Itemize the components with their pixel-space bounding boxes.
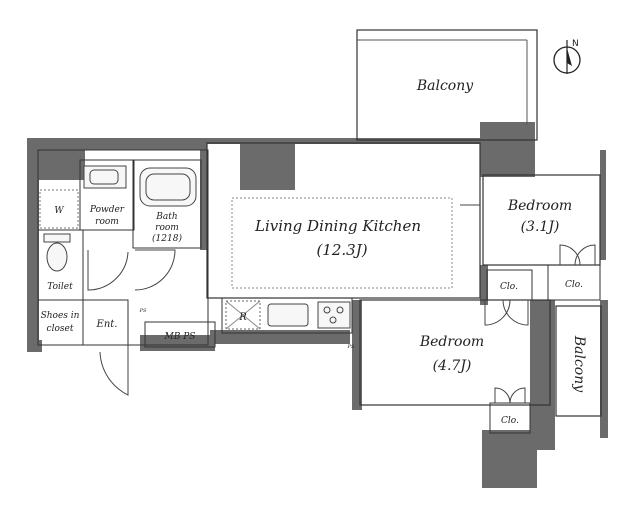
washer-label: W (54, 206, 64, 216)
closet-a-label: Clo. (500, 282, 518, 292)
fridge-label: R (238, 312, 247, 323)
bath-label-3: (1218) (152, 233, 182, 244)
bath-label-2: room (155, 223, 179, 233)
outline-lines (37, 29, 602, 434)
balcony-right-label: Balcony (571, 335, 587, 393)
ldk-size: (12.3J) (316, 241, 367, 259)
balcony-top-label: Balcony (416, 78, 474, 94)
powder-label-2: room (95, 217, 119, 227)
ldk-dotted-area (231, 197, 453, 289)
bedroom-small-label: Bedroom (507, 198, 572, 214)
labels: Balcony Bedroom (3.1J) Living Dining Kit… (41, 78, 587, 426)
closet-c-label: Clo. (501, 416, 519, 426)
compass-label: N (572, 39, 579, 49)
entrance-door-icon (99, 345, 129, 396)
toilet-label: Toilet (47, 282, 73, 292)
toilet-tank-icon (43, 233, 71, 243)
compass-icon: N (553, 39, 581, 74)
entrance-label: Ent. (96, 319, 118, 330)
powder-label-1: Powder (89, 205, 125, 215)
bedroom-large-size: (4.7J) (433, 358, 472, 374)
ps-b-label: PS (347, 344, 355, 350)
ldk-label: Living Dining Kitchen (254, 217, 421, 235)
doors (87, 204, 596, 404)
mbps-label: MB PS (164, 332, 196, 342)
bath-label-1: Bath (155, 212, 177, 222)
kitchen-sink-icon (267, 303, 309, 327)
fixtures (39, 165, 351, 330)
shoes-label-1: Shoes in (41, 311, 80, 321)
fridge-space (225, 300, 261, 330)
bedroom-large-label: Bedroom (419, 334, 484, 350)
stove-icon (317, 301, 351, 329)
bedroom-small-size: (3.1J) (521, 219, 560, 235)
washer-space (39, 189, 79, 229)
closet-b-label: Clo. (565, 280, 583, 290)
ps-a-label: PS (139, 308, 147, 314)
bath-door-icon (134, 249, 176, 291)
toilet-icon (46, 242, 68, 272)
shoes-label-2: closet (47, 324, 74, 334)
